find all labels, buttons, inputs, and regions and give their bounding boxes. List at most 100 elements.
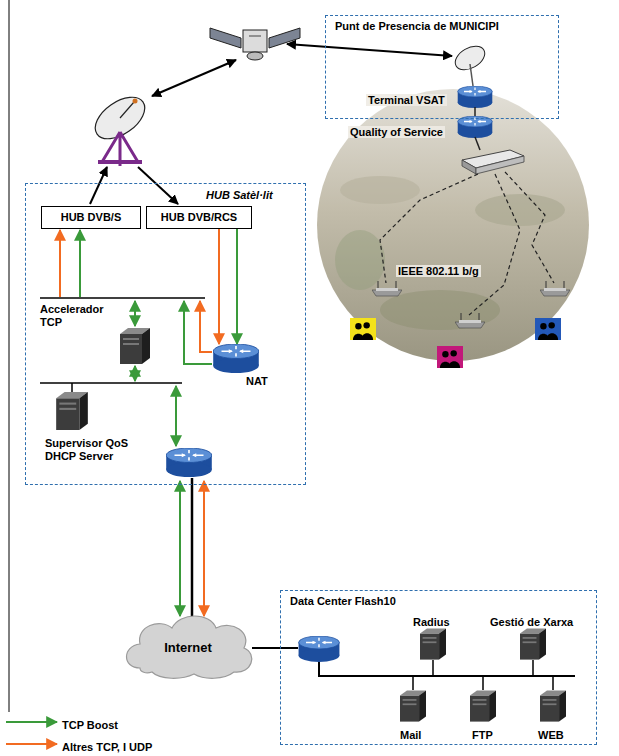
satellite-link [138,167,178,204]
hub-internals [166,448,212,477]
legend-sample [6,721,57,723]
label-holder: Supervisor QoS DHCP Server [45,437,137,463]
datacenter-group: Data Center Flash10 [280,590,597,745]
node-text: NAT [246,375,268,388]
satellite-link [90,44,452,204]
node-text: HUB DVB/RCS [161,211,237,224]
label-holder: FTP [472,725,493,743]
municipal-network [372,281,402,296]
label-holder: IEEE 802.11 b/g [396,261,481,279]
hub-internals [40,297,205,299]
internet-link [203,481,205,616]
data-center-network [299,636,340,662]
text-label: Mail [400,729,421,741]
municipal-network [458,116,493,138]
hub-internals [59,230,61,297]
router-node: NAT [213,344,275,392]
legend-text: TCP Boost [62,719,118,731]
node-text: HUB DVB/S [61,211,122,224]
hub-dish [88,89,152,166]
cloud-shape [127,616,252,678]
town-photo [317,89,589,361]
municipal-network [380,172,554,315]
hub-dish [133,99,138,104]
satellite-link [287,44,452,56]
hub-internals [134,301,136,326]
hub-dish [120,102,134,118]
data-center-network [520,628,546,659]
hub-box: HUB DVB/RCS [146,206,252,229]
data-center-network [412,676,414,690]
municipal-network [437,346,463,368]
internet-link [179,481,181,616]
municipal-network [455,313,485,328]
legend-entry: Altres TCP, I UDP [62,737,152,755]
data-center-network [299,628,575,721]
data-center-network [482,676,484,690]
town-photo [475,194,565,226]
label-holder: Terminal VSAT [366,90,447,108]
node-text: Data Center Flash10 [290,595,396,608]
municipal-network [353,322,373,340]
hub-box: HUB DVB/S [41,206,141,229]
node-text: Punt de Presencia de MUNICIPI [335,20,499,33]
label-holder: Mail [400,725,421,743]
municipal-network [540,281,570,296]
data-center-network [432,660,434,676]
municipal-network [458,86,493,108]
signal-arrow [236,229,238,344]
text-label: WEB [538,729,564,741]
municipal-network [475,137,480,150]
municipal-network [350,318,376,340]
internet-link [252,647,298,649]
vsat-dish [470,64,473,86]
label-holder: Quality of Service [348,122,445,140]
node-text: HUB Satèl·lit [206,189,273,202]
municipal-network [476,156,524,174]
hub-internals [56,392,88,430]
data-center-network [420,628,446,659]
data-center-network [540,690,566,721]
data-center-network [532,660,534,676]
text-label: Quality of Service [348,126,445,138]
town-photo [317,89,589,361]
data-center-network [319,662,575,676]
data-center-network [470,690,496,721]
satellite [247,52,263,60]
text-label: Radius [413,616,450,628]
internet-cloud: Internet [120,608,256,680]
router-icon [213,344,259,373]
text-label: Supervisor QoS DHCP Server [45,437,137,463]
vsat-dish [451,41,489,86]
data-center-network [400,690,426,721]
satellite-link [152,60,236,96]
text-label: Accelerador TCP [40,303,115,329]
hub-dish [98,160,142,164]
municipal-network [474,107,476,117]
municipal-network [440,350,460,368]
signal-arrow [218,229,220,344]
data-center-network [552,676,554,690]
town-photo [340,176,420,204]
page-rule [9,0,10,712]
municipal-network [462,160,476,174]
satellite [210,28,300,60]
internet-link [191,478,194,618]
node-text: Internet [164,641,212,654]
vsat-dish [451,41,489,74]
legend-entry: TCP Boost [62,715,118,733]
municipal-network [538,322,558,340]
router-icon [213,344,259,373]
hub-internals [134,366,136,381]
municipal-network [535,318,561,340]
satellite [249,36,261,37]
hub-internals [79,230,81,297]
text-label: Terminal VSAT [366,94,447,106]
satellite [210,28,241,48]
hub-internals [184,301,212,364]
municipal-network [505,172,554,283]
satellite [243,30,267,52]
hub-internals [120,328,150,364]
